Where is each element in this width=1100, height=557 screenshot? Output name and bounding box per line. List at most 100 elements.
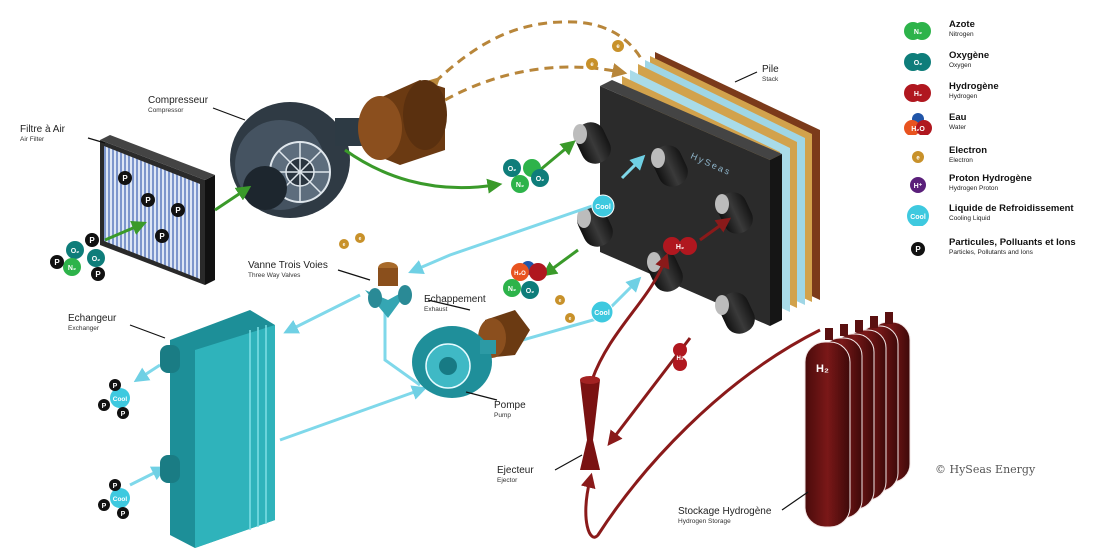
molecule-p: P (91, 267, 105, 281)
air-filter-name: Filtre à Air (20, 124, 66, 135)
legend-hydrogen-sub: Hydrogen (949, 92, 978, 100)
hydrogen-icon: H₂ (904, 84, 931, 102)
legend-n2-symbol: N₂ (914, 29, 922, 36)
exhaust-n2: N₂ (508, 286, 516, 293)
legend-water-name: Eau (949, 112, 967, 123)
air-filter (100, 135, 215, 285)
exch-p-1: P (113, 383, 118, 390)
pump (412, 326, 496, 398)
molecule-p: P (141, 193, 155, 207)
molecule-p-text-2: P (54, 258, 60, 267)
legend-proton-name: Proton Hydrogène (949, 173, 1032, 184)
e-3: e (343, 242, 346, 248)
three-way-valve (365, 262, 412, 318)
filter-p-4: P (159, 232, 165, 241)
air-n2-1: N₂ (516, 182, 524, 189)
molecule-p-text-3: P (95, 270, 101, 279)
molecule-o2: O₂ (66, 241, 84, 259)
water-icon: H₂O (904, 113, 932, 135)
pump-name: Pompe (494, 400, 526, 411)
molecule-o2-text: O₂ (71, 248, 80, 255)
molecule-p: P (118, 171, 132, 185)
legend-water-sub: Water (949, 123, 967, 131)
legend-hplus-symbol: H⁺ (914, 183, 923, 190)
air-o2-1: O₂ (508, 166, 517, 173)
e-5: e (559, 298, 562, 304)
exch-p-4: P (113, 483, 118, 490)
electron-icon: e (912, 151, 924, 163)
air-o2-2: O₂ (536, 176, 545, 183)
cool-stack-1: Cool (595, 204, 611, 211)
legend-o2-symbol: O₂ (914, 60, 923, 67)
exch-p-2: P (102, 403, 107, 410)
label-leaders (87, 71, 809, 511)
legend-proton-sub: Hydrogen Proton (949, 184, 999, 192)
exch-p-5: P (102, 503, 107, 510)
cool-exch-1: Cool (113, 396, 128, 403)
legend-cool-symbol: Cool (910, 214, 926, 221)
legend-coolant-name: Liquide de Refroidissement (949, 203, 1074, 214)
legend-coolant-sub: Cooling Liquid (949, 214, 991, 222)
ejector-name: Ejecteur (497, 465, 534, 476)
legend-e-symbol: e (916, 156, 920, 162)
compressor (230, 102, 386, 218)
exch-p-3: P (121, 411, 126, 418)
molecule-o2: O₂ (87, 249, 105, 267)
filter-p-3: P (175, 206, 181, 215)
filter-particles: P P P P (118, 171, 185, 243)
compressor-name: Compresseur (148, 95, 209, 106)
exhaust-sub: Exhaust (424, 305, 448, 313)
legend-hydrogen-name: Hydrogène (949, 81, 999, 92)
coolant-markers: Cool Cool Cool Cool P P P P P P (98, 194, 615, 519)
exchanger-name: Echangeur (68, 313, 117, 324)
legend-electron-sub: Electron (949, 156, 973, 164)
copyright-text: © HySeas Energy (935, 463, 1036, 476)
molecule-p: P (155, 229, 169, 243)
air-flow (104, 140, 579, 277)
coolant-icon: Cool (907, 205, 929, 226)
oxygen-icon: O₂ (904, 53, 931, 71)
e-1: e (616, 44, 620, 50)
h2-stack: H₂ (676, 244, 684, 251)
exhaust-name: Echappement (424, 294, 486, 305)
legend-electron-name: Electron (949, 145, 988, 156)
molecule-cluster-air-feed: O₂ N₂ O₂ (503, 159, 549, 193)
storage-sub: Hydrogen Storage (678, 517, 731, 525)
cool-exch-2: Cool (113, 496, 128, 503)
e-6: e (569, 316, 572, 322)
storage-name: Stockage Hydrogène (678, 506, 772, 517)
heat-exchanger (160, 310, 275, 548)
legend-oxygen-sub: Oxygen (949, 61, 972, 69)
legend-oxygen-name: Oxygène (949, 50, 990, 61)
filter-p-1: P (122, 174, 128, 183)
electron-circuit (424, 20, 644, 102)
molecule-p-text: P (89, 236, 95, 245)
legend-nitrogen-sub: Nitrogen (949, 30, 974, 38)
h2-line: H₂ (677, 356, 684, 362)
legend-p-symbol: P (915, 245, 921, 254)
hydrogen-markers: H₂ H₂ (663, 237, 697, 371)
legend-h2-symbol: H₂ (914, 91, 922, 98)
nitrogen-icon: N₂ (904, 22, 931, 40)
molecule-cluster-filter-inlet: P O₂ N₂ O₂ P P (50, 233, 105, 281)
ejector-sub: Ejector (497, 476, 518, 484)
exch-p-6: P (121, 511, 126, 518)
tank-h2-label: H₂ (816, 363, 829, 375)
exchanger-sub: Exchanger (68, 324, 100, 332)
electron-markers: e e e e e e (339, 40, 624, 323)
molecule-n2: N₂ (63, 258, 81, 276)
e-2: e (590, 62, 594, 68)
